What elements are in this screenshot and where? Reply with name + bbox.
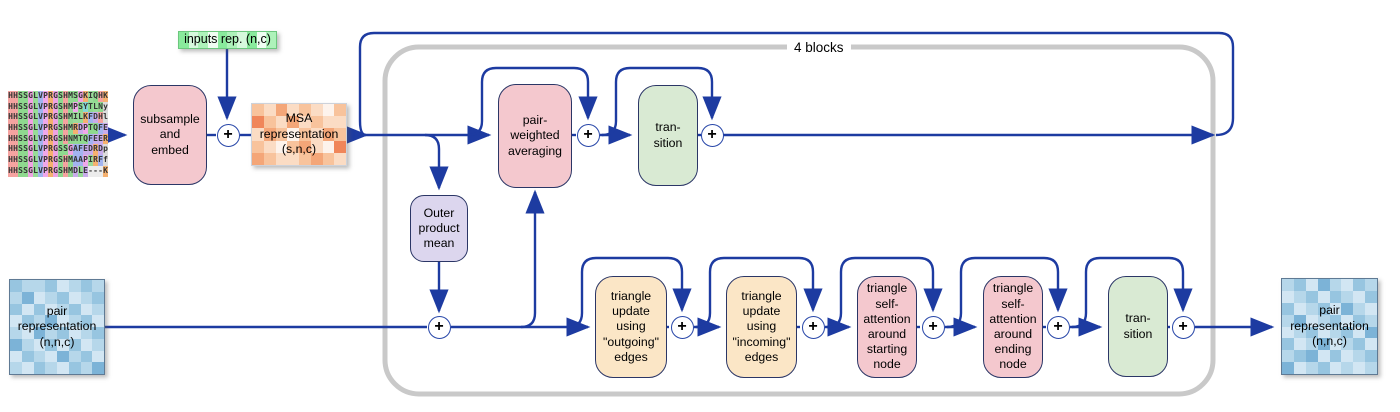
wire-skip-transition-msa xyxy=(601,66,722,137)
node-transition-msa: tran- sition xyxy=(638,85,698,186)
node-pair-weighted-averaging: pair- weighted averaging xyxy=(498,84,572,188)
inputs-rep-box: inputs rep. (n,c) xyxy=(178,31,277,49)
pair-representation-right-heatmap xyxy=(1282,279,1377,374)
node-triangle-update-outgoing: triangle update using "outgoing" edges xyxy=(595,276,667,378)
msa-representation-label: MSA representation (s,n,c) xyxy=(259,111,339,157)
inputs-rep-heatmap xyxy=(179,32,276,48)
node-triangle-attention-ending-label: triangle self- attention around ending n… xyxy=(989,281,1037,372)
node-outer-product-mean: Outer product mean xyxy=(410,195,468,262)
wire-skip-pairweighted xyxy=(467,66,598,137)
loop-count-label: 4 blocks xyxy=(787,39,851,56)
add-node-outerproduct: + xyxy=(427,315,451,339)
node-triangle-attention-starting-label: triangle self- attention around starting… xyxy=(863,281,911,372)
node-transition-pair-label: tran- sition xyxy=(1123,311,1153,341)
wire-skip-triout xyxy=(567,256,692,329)
node-triangle-update-incoming: triangle update using "incoming" edges xyxy=(726,276,797,378)
pair-representation-right-box: pair representation (n,n,c) xyxy=(1281,278,1378,375)
add-node-transition-msa: + xyxy=(700,123,724,147)
wire-recycle-loop xyxy=(344,31,1235,145)
node-pair-weighted-averaging-label: pair- weighted averaging xyxy=(507,113,562,158)
msa-representation-box: MSA representation (s,n,c) xyxy=(251,103,347,166)
node-subsample-embed-label: subsample and embed xyxy=(140,112,200,157)
add-node-triend: + xyxy=(1046,315,1070,339)
pair-representation-left-heatmap xyxy=(10,280,104,374)
pair-representation-right-label: pair representation (n,n,c) xyxy=(1290,303,1369,349)
pair-representation-left-box: pair representation (n,n,c) xyxy=(9,279,105,375)
wire-skip-transition-pair xyxy=(1071,256,1193,329)
node-transition-pair: tran- sition xyxy=(1108,276,1168,377)
wire-branch-to-outerproduct xyxy=(424,133,449,191)
node-triangle-attention-starting: triangle self- attention around starting… xyxy=(857,276,917,378)
add-node-triin: + xyxy=(801,315,825,339)
wire-skip-tristart xyxy=(826,256,943,329)
msa-representation-heatmap xyxy=(252,104,346,165)
node-triangle-update-incoming-label: triangle update using "incoming" edges xyxy=(732,288,791,364)
add-node-pairweighted: + xyxy=(576,123,600,147)
add-node-inputs: + xyxy=(216,123,240,147)
node-subsample-embed: subsample and embed xyxy=(133,85,207,185)
add-node-triout: + xyxy=(670,315,694,339)
wire-skip-triin xyxy=(695,256,823,329)
pair-representation-left-label: pair representation (n,n,c) xyxy=(17,303,97,349)
node-triangle-update-outgoing-label: triangle update using "outgoing" edges xyxy=(603,288,659,364)
node-transition-msa-label: tran- sition xyxy=(653,120,683,150)
node-triangle-attention-ending: triangle self- attention around ending n… xyxy=(983,276,1043,378)
add-node-transition-pair: + xyxy=(1171,315,1195,339)
add-node-tristart: + xyxy=(921,315,945,339)
inputs-rep-label: inputs rep. (n,c) xyxy=(184,32,271,47)
node-outer-product-mean-label: Outer product mean xyxy=(418,205,460,251)
wire-pair-to-pairweighted xyxy=(520,189,545,329)
wire-skip-triend xyxy=(946,256,1068,329)
